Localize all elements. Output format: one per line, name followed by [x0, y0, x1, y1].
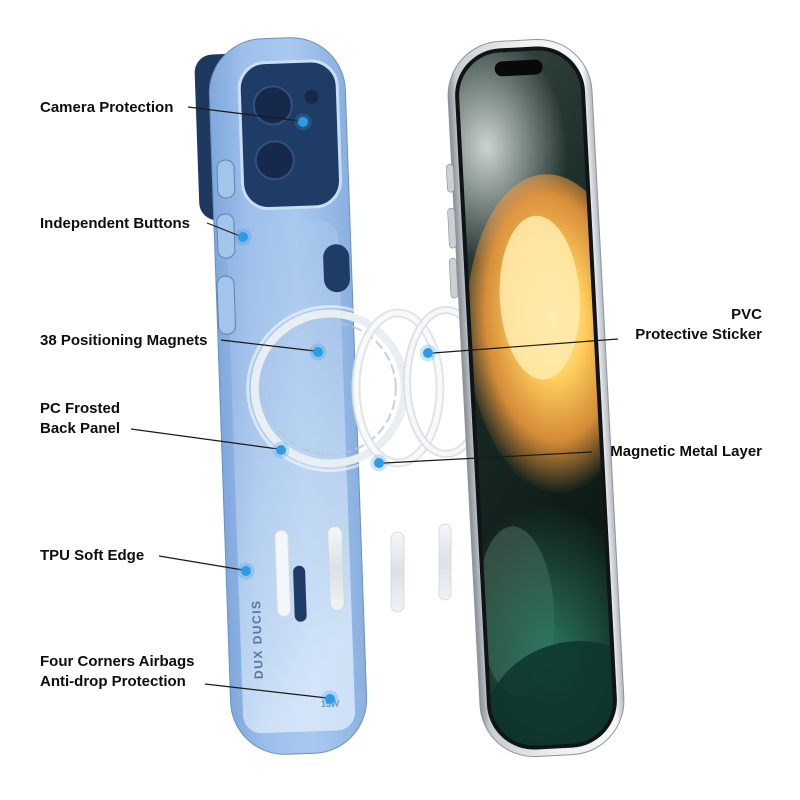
magsafe-sticker-rings: [351, 306, 489, 613]
callout-dot-independent-buttons: [234, 228, 252, 246]
sticker-bar-1: [390, 531, 405, 613]
callout-line-independent-buttons: [206, 222, 241, 237]
callout-line-positioning-magnets: [220, 339, 316, 352]
sticker-ring-1-highlight: [353, 310, 443, 466]
callout-lines: [130, 106, 619, 699]
sticker-bar-2: [438, 523, 452, 601]
callout-line-tpu-edge: [158, 555, 244, 571]
callout-dot-positioning-magnets: [309, 343, 327, 361]
callout-label-positioning-magnets: 38 Positioning Magnets: [40, 332, 208, 349]
callout-line-corner-airbags: [204, 683, 328, 699]
dynamic-island: [494, 59, 543, 77]
callout-dot-corner-airbags: [321, 690, 339, 708]
iphone-wallpaper: [456, 48, 616, 748]
iphone-side-buttons: [446, 163, 459, 299]
callout-label-tpu-soft-edge: TPU Soft Edge: [40, 547, 145, 564]
case-bottom-slot-dark: [293, 565, 307, 622]
brand-logo-vertical: DUX DUCIS: [249, 599, 266, 679]
callout-label-magnetic-layer: Magnetic Metal Layer: [610, 443, 762, 460]
callout-line-pvc-sticker: [432, 338, 619, 354]
iphone: [446, 38, 625, 758]
case-bottom-slot-white: [274, 529, 291, 617]
case-frosted-back-panel: [226, 220, 356, 734]
callout-label-frosted-back-panel: PC Frosted Back Panel: [40, 400, 121, 437]
callout-dot-magnetic-layer: [370, 454, 388, 472]
callout-line-camera-protection: [187, 106, 301, 122]
callout-dot-camera-protection: [294, 113, 312, 131]
callout-dot-pvc-sticker: [419, 344, 437, 362]
case-side-buttons: [216, 159, 237, 335]
camera-cutout: [237, 59, 343, 211]
callout-label-corner-airbags: Four Corners Airbags Anti-drop Protectio…: [40, 653, 195, 690]
case-magnet-alignment-bar: [327, 526, 345, 611]
callout-line-frosted-panel: [130, 428, 279, 450]
callout-label-camera-protection: Camera Protection: [40, 99, 174, 116]
callout-dots: [234, 113, 437, 708]
callout-label-independent-buttons: Independent Buttons: [40, 215, 190, 232]
callout-line-magnetic-layer: [383, 451, 593, 464]
camera-side-cutout: [323, 244, 350, 293]
callout-dot-tpu-edge: [237, 562, 255, 580]
callout-label-pvc-sticker: PVC Protective Sticker: [635, 306, 762, 343]
phone-case: DUX DUCIS 15W: [194, 37, 414, 755]
callout-dot-frosted-panel: [272, 441, 290, 459]
